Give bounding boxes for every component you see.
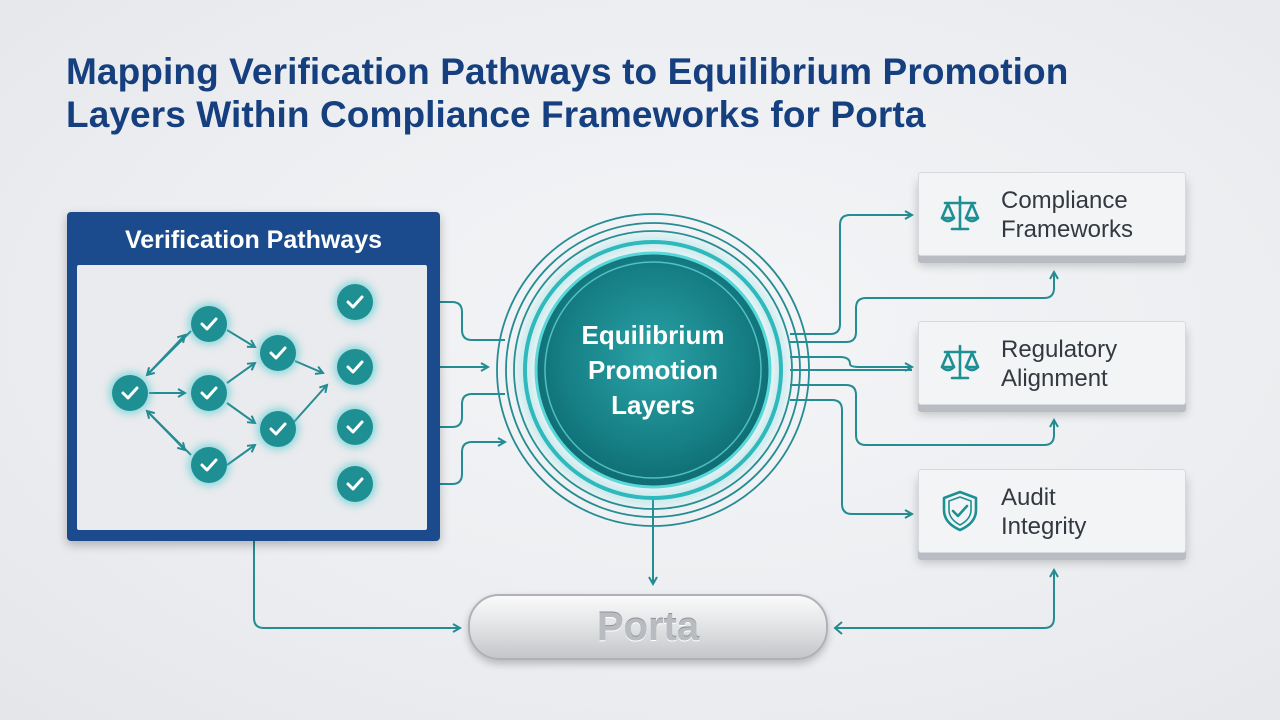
card-label-line-1: Audit [1001,484,1056,511]
porta-label: Porta [596,605,700,649]
card-label: Compliance Frameworks [1001,186,1133,244]
verification-node [337,349,373,385]
graph-edge [147,330,192,375]
verification-node [260,335,296,371]
title-line-2: Layers Within Compliance Frameworks for … [66,94,926,135]
pathway-line-1 [440,301,505,341]
equilibrium-promotion-layers-label: Equilibrium Promotion Layers [553,318,753,423]
center-line-2: Promotion [588,355,718,385]
center-line-3: Layers [611,390,695,420]
check-icon [346,360,364,374]
card-label: Regulatory Alignment [1001,335,1117,393]
verification-node [337,284,373,320]
card-label-line-2: Frameworks [1001,216,1134,243]
out-line-1 [790,215,912,335]
check-icon [346,420,364,434]
check-icon [200,458,218,472]
verification-node [337,466,373,502]
check-icon [346,477,364,491]
hub-rings [496,213,810,527]
card-label-line-2: Alignment [1001,365,1108,392]
title-line-1: Mapping Verification Pathways to Equilib… [66,51,1069,92]
card-label: Audit Integrity [1001,483,1086,541]
audit-integrity-card: Audit Integrity [918,469,1186,553]
graph-edge [226,363,255,384]
page-title: Mapping Verification Pathways to Equilib… [66,50,1216,136]
check-icon [269,346,287,360]
regulatory-alignment-card: Regulatory Alignment [918,321,1186,405]
hub-circle [534,251,772,489]
verification-node [112,375,148,411]
check-icon [121,386,139,400]
shield-check-icon [942,490,978,532]
verification-node [191,306,227,342]
verification-node [191,447,227,483]
verification-node [260,411,296,447]
porta-pill: Porta [468,594,828,660]
verification-pathways-title: Verification Pathways [124,226,383,254]
porta-to-audit-line [836,570,1054,629]
hub-outer-ring [523,240,783,500]
verification-pathways-panel: Verification Pathways [67,212,440,541]
out-line-3 [790,356,912,367]
scales-icon [940,195,980,231]
graph-edge [292,385,327,424]
check-icon [269,422,287,436]
graph-edge [294,360,323,373]
panel-to-porta-line [253,541,460,628]
verification-graph-area [77,265,427,530]
graph-edge [226,329,255,347]
center-line-1: Equilibrium [581,320,725,350]
graph-edge [147,411,192,456]
verification-node [337,409,373,445]
verification-node [191,375,227,411]
check-icon [346,295,364,309]
check-icon [200,317,218,331]
graph-edge [226,445,255,466]
card-label-line-1: Regulatory [1001,336,1118,363]
porta-arrowhead-left [833,621,843,635]
graph-edge [226,402,255,423]
pathway-line-3 [440,393,505,428]
out-line-5 [790,384,1054,446]
card-label-line-1: Compliance [1001,187,1128,214]
verification-graph-edges [77,329,427,466]
check-icon [200,386,218,400]
out-line-6 [790,399,912,514]
scales-icon [940,344,980,380]
out-line-2 [790,272,1054,343]
compliance-frameworks-card: Compliance Frameworks [918,172,1186,256]
card-label-line-2: Integrity [1001,513,1087,540]
pathway-line-4 [440,442,505,485]
